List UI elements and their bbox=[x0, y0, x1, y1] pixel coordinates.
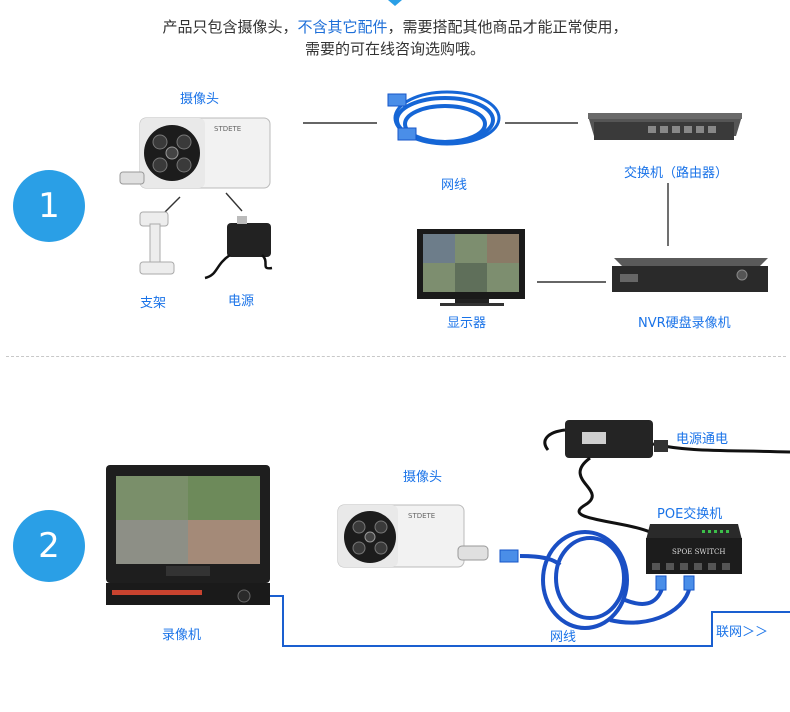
svg-text:STDETE: STDETE bbox=[214, 125, 241, 133]
label-adapter: 电源通电 bbox=[676, 432, 729, 447]
label-recorder: 录像机 bbox=[162, 628, 202, 643]
notice-line-2: 需要的可在线咨询选购哦。 bbox=[304, 40, 485, 58]
notice-line-1: 产品只包含摄像头，不含其它配件，需要搭配其他商品才能正常使用， bbox=[0, 16, 790, 38]
notice-part-1: 产品只包含摄像头， bbox=[162, 18, 298, 36]
cable-connector-icon bbox=[683, 575, 695, 591]
label-cable-1: 网线 bbox=[441, 178, 468, 193]
label-cable-2: 网线 bbox=[550, 630, 577, 645]
label-power: 电源 bbox=[228, 294, 255, 309]
recorder-monitor-image bbox=[106, 465, 270, 605]
network-cable-image bbox=[393, 90, 501, 146]
step-badge-2: 2 bbox=[13, 510, 85, 582]
connection-route-line bbox=[265, 595, 790, 647]
label-bracket: 支架 bbox=[140, 296, 167, 311]
cable-connector-icon bbox=[387, 93, 407, 107]
power-adapter-2-image bbox=[543, 420, 790, 534]
line-camera-bracket bbox=[163, 196, 181, 214]
label-monitor: 显示器 bbox=[447, 316, 487, 331]
cable-connector-icon bbox=[655, 575, 667, 591]
top-marker-icon bbox=[388, 0, 402, 6]
camera-1-image: STDETE bbox=[119, 117, 271, 189]
nvr-recorder-image bbox=[612, 258, 768, 292]
bracket-image bbox=[139, 211, 175, 275]
poe-switch-image: SPOE SWITCH bbox=[646, 524, 742, 574]
switch-image bbox=[588, 113, 742, 140]
step-badge-1: 1 bbox=[13, 170, 85, 242]
label-switch: 交换机（路由器） bbox=[624, 166, 729, 181]
power-adapter-image bbox=[204, 216, 273, 280]
line-camera-power bbox=[225, 192, 243, 212]
label-camera-1: 摄像头 bbox=[180, 92, 220, 107]
section-divider bbox=[6, 356, 786, 357]
svg-text:STDETE: STDETE bbox=[408, 512, 435, 520]
svg-text:SPOE SWITCH: SPOE SWITCH bbox=[672, 548, 725, 556]
label-camera-2: 摄像头 bbox=[403, 470, 443, 485]
cable-connector-icon bbox=[397, 127, 417, 141]
notice-highlight: 不含其它配件 bbox=[297, 18, 388, 36]
camera-2-image: STDETE bbox=[337, 504, 489, 568]
network-cable-2-image bbox=[519, 530, 692, 630]
label-poe-switch: POE交换机 bbox=[657, 507, 723, 522]
monitor-image bbox=[417, 229, 525, 306]
label-nvr: NVR硬盘录像机 bbox=[638, 316, 731, 331]
cable-connector-icon bbox=[499, 549, 519, 563]
notice-part-2: ，需要搭配其他商品才能正常使用， bbox=[387, 18, 628, 36]
notice-text: 产品只包含摄像头，不含其它配件，需要搭配其他商品才能正常使用， 需要的可在线咨询… bbox=[0, 16, 790, 60]
label-network: 联网＞＞ bbox=[716, 625, 769, 640]
